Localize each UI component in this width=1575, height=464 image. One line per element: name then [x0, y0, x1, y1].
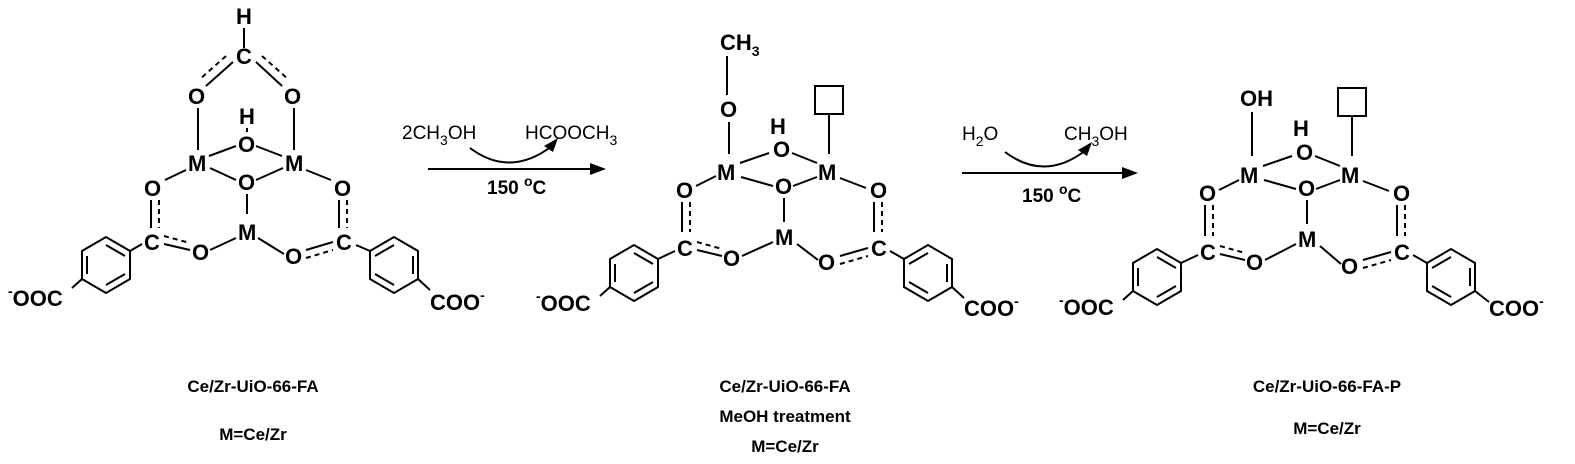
carboxyl-o-left-top-2: O: [676, 178, 693, 203]
linker-right-carboxylate-3: COO-: [1489, 293, 1544, 321]
metal-m-left-2: M: [717, 160, 735, 185]
step1-byproduct: HCOOCH3: [525, 123, 617, 148]
formate-o-left: O: [188, 84, 205, 109]
linker-left-carboxylate: -OOC: [8, 283, 63, 311]
formate-o-right: O: [284, 84, 301, 109]
terminal-oh-group: OH: [1240, 86, 1273, 111]
carboxyl-c-right-3: C: [1394, 240, 1410, 265]
metal-m-bottom: M: [238, 220, 256, 245]
mu-oh-h-atom-2: H: [770, 114, 786, 139]
formate-c-atom: C: [236, 44, 252, 69]
caption-2-treatment: MeOH treatment: [719, 407, 851, 426]
carboxyl-o-right-bottom-2: O: [818, 250, 835, 275]
mu-oh-h-atom-3: H: [1293, 116, 1309, 141]
structure-1: H C O O H O M M O M O C O: [8, 4, 485, 444]
mu-oh-o-atom-2: O: [773, 137, 790, 162]
mu-o-atom: O: [238, 170, 255, 195]
structure-3: OH H O M M O M O C O O C O: [1059, 86, 1544, 438]
caption-3-metal: M=Ce/Zr: [1293, 419, 1361, 438]
caption-3-name: Ce/Zr-UiO-66-FA-P: [1253, 377, 1401, 396]
metal-m-right: M: [285, 151, 303, 176]
caption-2-metal: M=Ce/Zr: [751, 437, 819, 456]
step1-reagent: 2CH3OH: [402, 123, 476, 148]
methoxy-o-atom: O: [720, 97, 737, 122]
formate-h-atom: H: [236, 4, 252, 29]
metal-m-bottom-2: M: [775, 225, 793, 250]
carboxyl-o-left-top-3: O: [1199, 181, 1216, 206]
metal-m-left-3: M: [1240, 163, 1258, 188]
step2-reagent: H2O: [962, 124, 998, 149]
carboxyl-o-left-top: O: [144, 176, 161, 201]
caption-1-name: Ce/Zr-UiO-66-FA: [187, 377, 318, 396]
linker-left-carboxylate-2: -OOC: [536, 288, 591, 316]
metal-m-left: M: [188, 151, 206, 176]
metal-m-right-2: M: [818, 160, 836, 185]
linker-left-carboxylate-3: -OOC: [1059, 292, 1114, 320]
vacancy-square-3: [1337, 87, 1367, 117]
carboxyl-o-left-bottom-3: O: [1246, 250, 1263, 275]
methoxy-ch3: CH3: [720, 30, 760, 59]
carboxyl-c-right: C: [336, 230, 352, 255]
metal-m-bottom-3: M: [1298, 227, 1316, 252]
carboxyl-o-right-bottom: O: [285, 244, 302, 269]
carboxyl-o-right-top-3: O: [1393, 181, 1410, 206]
linker-right-carboxylate: COO-: [430, 287, 485, 315]
caption-1-metal: M=Ce/Zr: [219, 425, 287, 444]
carboxyl-c-left-2: C: [677, 236, 693, 261]
linker-right-carboxylate-2: COO-: [964, 293, 1019, 321]
reaction-arrow-2: H2O CH3OH 150 oC: [962, 124, 1138, 207]
vacancy-square: [814, 85, 844, 115]
caption-2-name: Ce/Zr-UiO-66-FA: [719, 377, 850, 396]
step2-temperature: 150 oC: [1022, 181, 1082, 207]
carboxyl-c-right-2: C: [871, 236, 887, 261]
carboxyl-o-right-top: O: [334, 176, 351, 201]
mu-o-atom-3: O: [1298, 176, 1315, 201]
carboxyl-c-left: C: [144, 230, 160, 255]
reaction-arrow-1: 2CH3OH HCOOCH3 150 oC: [402, 123, 617, 199]
carboxyl-o-right-top-2: O: [870, 178, 887, 203]
step2-byproduct: CH3OH: [1064, 124, 1128, 149]
carboxyl-o-left-bottom-2: O: [723, 246, 740, 271]
step1-temperature: 150 oC: [487, 173, 547, 199]
structure-2: CH3 O H O M M O M O C O O C: [536, 30, 1019, 456]
mu-oh-o-atom-3: O: [1296, 140, 1313, 165]
carboxyl-c-left-3: C: [1200, 240, 1216, 265]
carboxyl-o-left-bottom: O: [192, 240, 209, 265]
mu-o-atom-2: O: [775, 174, 792, 199]
mu-oh-h-atom: H: [239, 104, 255, 129]
mu-oh-o-atom: O: [238, 132, 255, 157]
metal-m-right-3: M: [1341, 163, 1359, 188]
carboxyl-o-right-bottom-3: O: [1341, 254, 1358, 279]
